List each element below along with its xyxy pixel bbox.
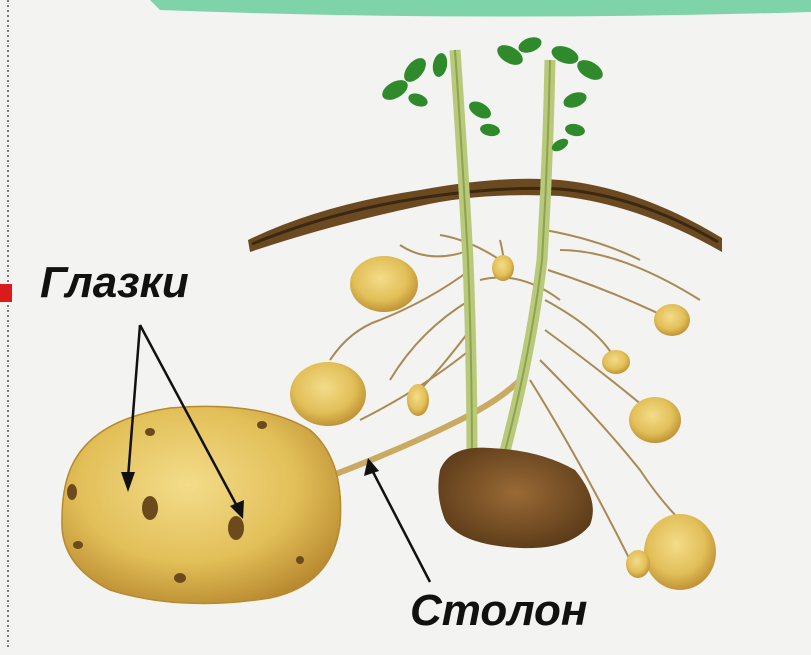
eyes-label: Глазки <box>40 258 189 308</box>
eye-2 <box>228 516 244 540</box>
stolon-label: Столон <box>410 586 587 636</box>
red-marker <box>0 284 12 302</box>
big-tuber <box>62 406 341 603</box>
eye-1 <box>142 496 158 520</box>
